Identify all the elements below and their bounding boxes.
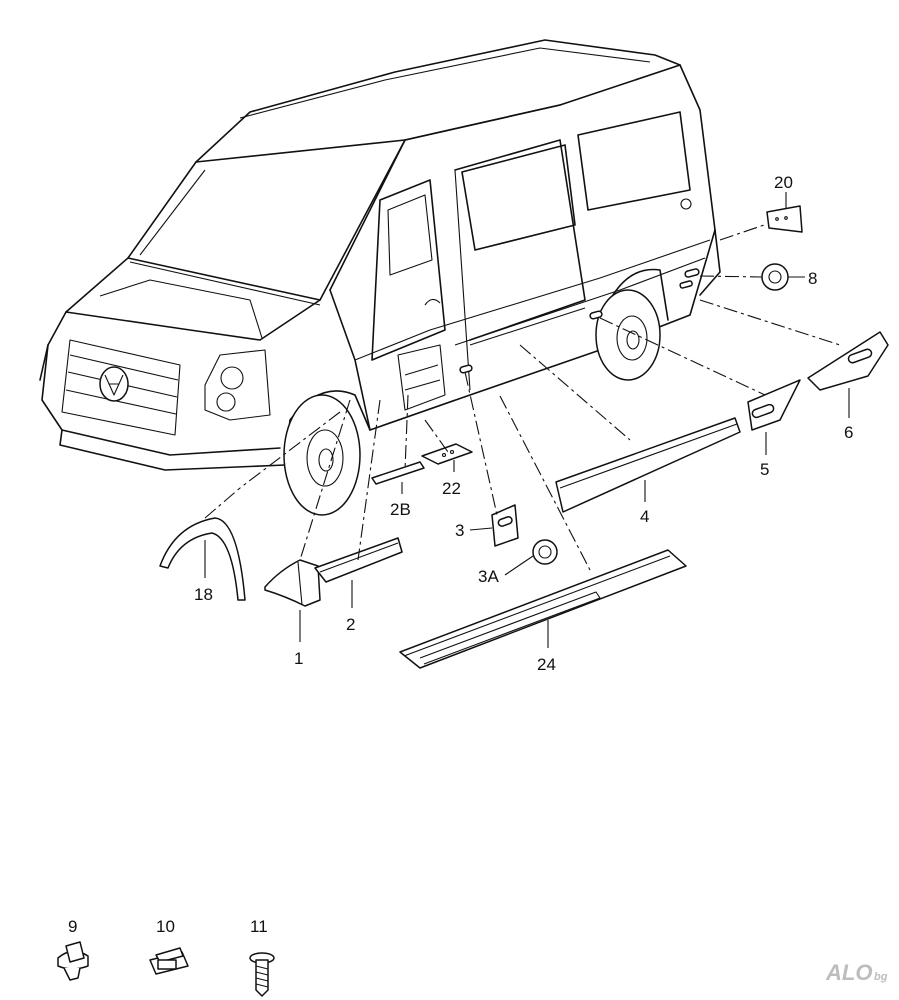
label-2b: 2B xyxy=(390,500,411,519)
van-illustration xyxy=(39,39,721,516)
watermark-sub: bg xyxy=(874,971,888,983)
label-11: 11 xyxy=(250,917,268,936)
part-1-fender-flare xyxy=(264,559,321,607)
label-1: 1 xyxy=(294,649,303,668)
label-6: 6 xyxy=(844,423,853,442)
part-6-corner-trim xyxy=(807,331,889,391)
label-4: 4 xyxy=(640,507,649,526)
label-10: 10 xyxy=(156,917,175,936)
label-22: 22 xyxy=(442,479,461,498)
label-3a: 3A xyxy=(478,567,499,586)
label-9: 9 xyxy=(68,917,77,936)
part-11-screw xyxy=(249,952,275,997)
watermark-logo: ALO bg xyxy=(825,960,888,985)
part-8-grommet xyxy=(761,263,789,291)
part-5-quarter-trim xyxy=(747,379,801,431)
part-9-clip xyxy=(57,941,89,981)
watermark-main: ALO xyxy=(825,960,872,985)
part-3a-cap xyxy=(532,539,558,565)
part-labels: 1 2 18 2B 22 3 3A 4 24 5 6 20 8 9 10 11 xyxy=(68,173,853,936)
part-18-wheel-arch-trim xyxy=(159,517,246,601)
label-3: 3 xyxy=(455,521,464,540)
label-24: 24 xyxy=(537,655,556,674)
part-22-pad xyxy=(421,443,473,465)
part-10-clip xyxy=(149,947,189,975)
part-2b-trim-strip xyxy=(371,461,425,485)
assembly-lines xyxy=(204,223,841,571)
label-8: 8 xyxy=(808,269,817,288)
label-20: 20 xyxy=(774,173,793,192)
label-18: 18 xyxy=(194,585,213,604)
part-4-side-moulding xyxy=(555,417,741,513)
part-24-sill-panel xyxy=(399,549,687,669)
label-5: 5 xyxy=(760,460,769,479)
leader-lines xyxy=(204,192,850,648)
label-2: 2 xyxy=(346,615,355,634)
